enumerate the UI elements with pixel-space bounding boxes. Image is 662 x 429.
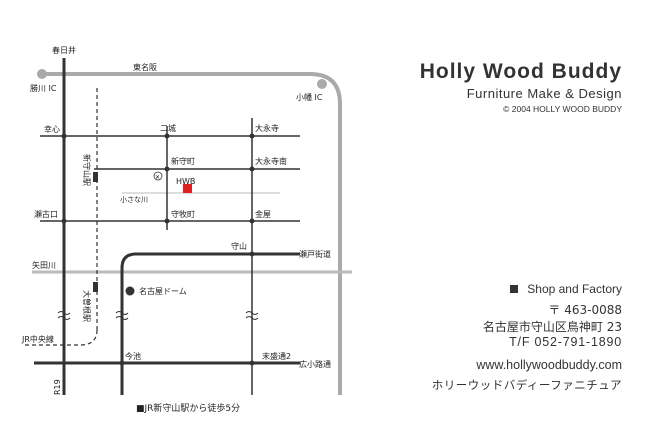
- svg-text:✕: ✕: [155, 174, 160, 181]
- label-komaki-ic: 小幡 IC: [296, 92, 323, 102]
- label-shinmorimachi: 新守町: [171, 156, 195, 166]
- square-bullet-icon: [510, 285, 519, 293]
- label-shumokucho: 守牧町: [171, 209, 195, 219]
- nagoya-dome-marker: [125, 286, 135, 296]
- road-seto-kaido-curve: [120, 252, 300, 395]
- label-r19: R19: [53, 379, 62, 395]
- katsukawa-ic-marker: [37, 69, 47, 79]
- label-tomeihan: 東名阪: [133, 62, 157, 72]
- label-moriyama: 守山: [231, 241, 247, 251]
- komaki-ic-marker: [317, 79, 327, 89]
- expressway-tomeihan: [42, 72, 342, 395]
- label-kanaya: 金屋: [255, 209, 271, 219]
- shop-section-heading: Shop and Factory: [510, 282, 622, 296]
- label-suemori2: 末盛通2: [262, 351, 291, 361]
- tagline: Furniture Make & Design: [466, 86, 622, 101]
- shinmoriyama-station-marker: [93, 172, 98, 182]
- telephone: T/F 052-791-1890: [509, 335, 622, 349]
- label-ozone-station: 大曽根駅: [82, 290, 92, 322]
- label-yadagawa: 矢田川: [32, 260, 56, 270]
- shop-label: Shop and Factory: [527, 282, 622, 296]
- intersections: [61, 133, 255, 366]
- label-oonagaji-minami: 大永寺南: [255, 156, 287, 166]
- police-box-icon: [153, 171, 163, 181]
- access-note: ■JR新守山駅から徒歩5分: [136, 402, 240, 414]
- copyright: © 2004 HOLLY WOOD BUDDY: [503, 104, 622, 114]
- label-katsukawa-ic: 勝川 IC: [30, 83, 57, 93]
- label-shinmoriyama-station: 新守山駅: [82, 154, 92, 186]
- ozone-station-marker: [93, 282, 98, 292]
- label-nijo: 二城: [160, 124, 176, 133]
- label-sekoguchi: 瀬古口: [34, 209, 58, 219]
- hwb-location-marker: [183, 184, 192, 193]
- access-map: ✕ 春日井 東名阪 勝川 IC 小幡 IC 幸心 二城 大永寺 新守山駅 新守町…: [21, 45, 352, 414]
- label-seto-kaido: 瀬戸街道: [299, 249, 331, 259]
- address: 名古屋市守山区鳥神町 23: [482, 320, 622, 334]
- label-jr-chuo: JR中央線: [21, 334, 54, 344]
- label-small-river: 小さな川: [120, 195, 148, 204]
- railway-jr-chuo-curve: [22, 329, 98, 346]
- postal-code: 〒 463-0088: [548, 303, 622, 317]
- label-kasugai: 春日井: [52, 45, 76, 55]
- website-link[interactable]: www.hollywoodbuddy.com: [476, 358, 622, 372]
- label-hwb: HWB: [176, 177, 195, 186]
- river-break-symbols: [57, 311, 259, 320]
- label-imaike: 今池: [125, 351, 141, 361]
- company-name-kana: ホリーウッドバディーファニチュア: [431, 378, 622, 392]
- brand-logo-text: Holly Wood Buddy: [419, 60, 622, 83]
- label-oonagaji: 大永寺: [255, 123, 279, 133]
- label-nagoya-dome: 名古屋ドーム: [139, 286, 187, 296]
- label-koshin: 幸心: [44, 125, 60, 134]
- label-hirokoji: 広小路通: [299, 359, 331, 369]
